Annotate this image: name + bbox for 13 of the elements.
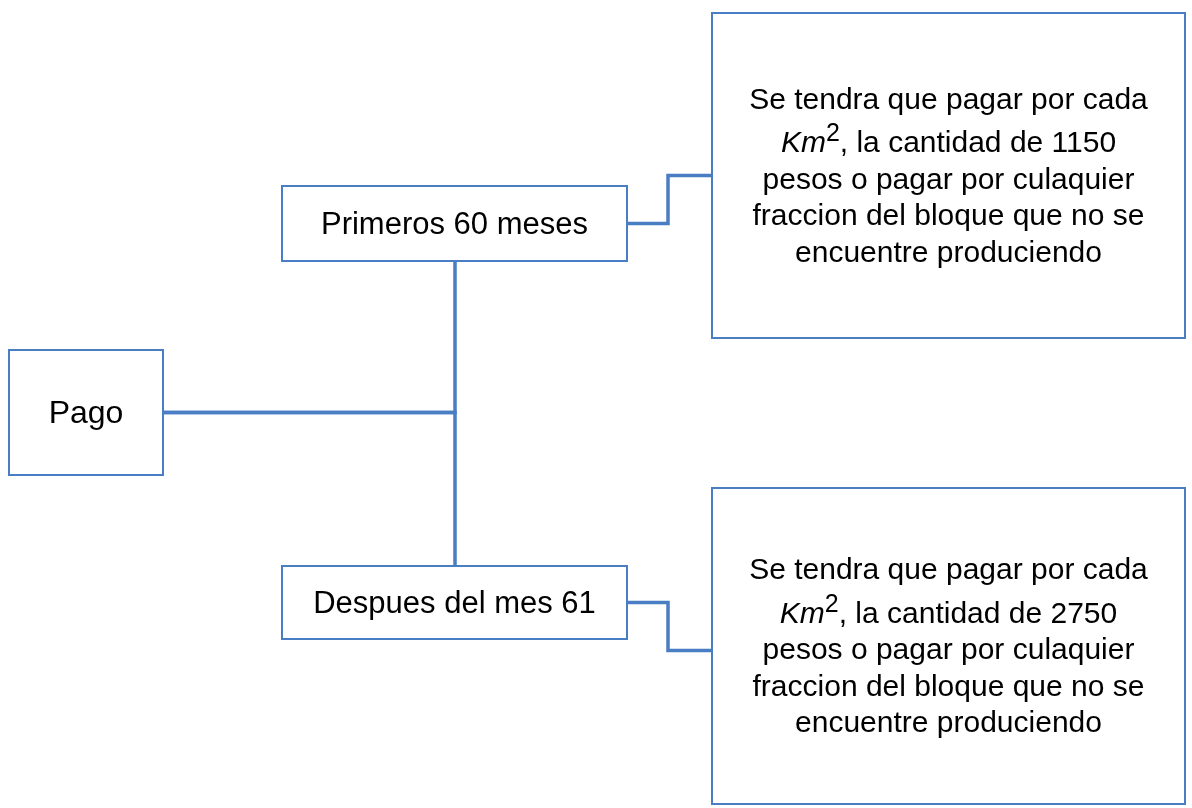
text-box	[711, 487, 1186, 805]
connector-line	[628, 600, 711, 653]
box-text: Pago	[48, 393, 124, 432]
connector-line	[164, 410, 457, 565]
text-box	[281, 185, 628, 262]
text-box	[8, 349, 164, 476]
box-text: Se tendra que pagar por cada Km$^{2}$, la cantidad de 2750 pesos o pagar por culaquier fraccion del bloque que no se encuentre produciendo	[749, 551, 1148, 741]
box-text: Despues del mes 61	[313, 583, 596, 622]
text-box	[281, 565, 628, 640]
box-text: Primeros 60 meses	[321, 204, 588, 243]
connector-line	[628, 173, 711, 226]
text-box	[711, 12, 1186, 339]
box-text: Se tendra que pagar por cada Km$^{2}$, la cantidad de 1150 pesos o pagar por culaquier fraccion del bloque que no se encuentre produciendo	[749, 80, 1148, 270]
